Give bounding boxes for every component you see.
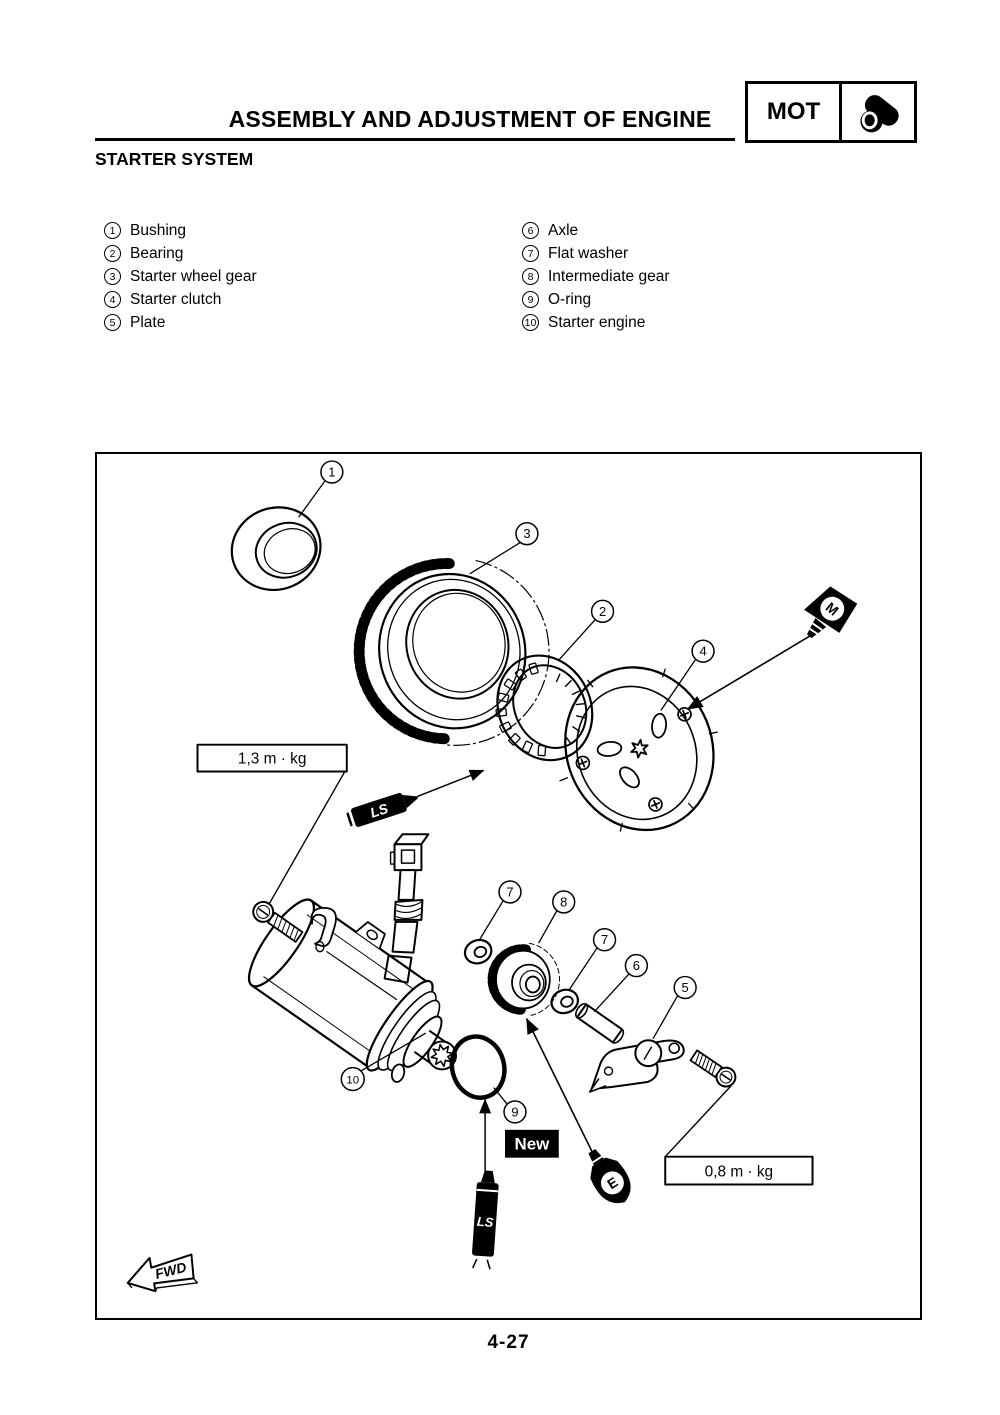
part-starter-clutch [559,666,718,832]
callout-3: 3 [469,522,539,575]
fwd-arrow: FWD [126,1253,199,1293]
list-item: 6 Axle [522,219,670,242]
callout-4: 4 [660,639,715,711]
list-item: 2 Bearing [104,242,257,265]
item-label: Starter engine [548,313,646,331]
item-number: 6 [522,222,539,239]
svg-text:2: 2 [599,604,606,619]
item-label: Flat washer [548,244,629,262]
item-number: 9 [522,291,539,308]
part-flat-washer-1 [463,938,493,965]
part-starter-motor [247,898,457,1083]
exploded-diagram: M 1,3 m · kg LS [95,452,922,1320]
callout-10: 10 [340,1032,427,1092]
item-label: Bushing [130,221,187,239]
ls-label: LS [368,800,391,821]
ls-tube-icon: LS [346,769,485,827]
torque-callout-upper: 1,3 m · kg [196,743,348,905]
part-flat-washer-2 [550,988,580,1015]
new-label: New [515,1135,551,1154]
svg-text:7: 7 [601,932,608,947]
item-label: Plate [130,313,166,331]
item-label: Bearing [130,244,184,262]
list-item: 1 Bushing [104,219,257,242]
callout-7a: 7 [479,880,522,940]
torque-value: 0,8 m · kg [705,1164,774,1181]
torque-callout-lower: 0,8 m · kg [664,1085,814,1186]
part-plate [588,1039,685,1093]
item-number: 4 [104,291,121,308]
list-item: 5 Plate [104,311,257,334]
engine-icon [842,84,914,140]
item-label: Starter clutch [130,290,222,308]
mot-tab: MOT [745,81,917,143]
e-oil-icon: E [526,1017,631,1204]
list-item: 3 Starter wheel gear [104,265,257,288]
svg-text:7: 7 [506,884,513,899]
list-item: 4 Starter clutch [104,288,257,311]
callout-7b: 7 [568,928,617,992]
part-o-ring [449,1034,507,1100]
title-rule [95,138,735,141]
svg-text:8: 8 [560,894,567,909]
svg-text:9: 9 [511,1104,518,1119]
item-label: Starter wheel gear [130,267,257,285]
plate-bolt [689,1049,737,1088]
cable-clamp [310,906,398,1001]
item-number: 2 [104,245,121,262]
ls-tube-icon-2: LS [472,1098,499,1270]
item-number: 10 [522,314,539,331]
svg-text:1: 1 [328,464,335,479]
starter-cable [383,833,430,984]
callout-6: 6 [593,953,649,1013]
svg-text:6: 6 [633,958,640,973]
part-intermediate-gear [487,942,560,1017]
list-item: 10 Starter engine [522,311,670,334]
list-item: 7 Flat washer [522,242,670,265]
m-grease-icon: M [686,586,858,710]
fwd-label: FWD [153,1259,188,1282]
item-label: Axle [548,221,579,239]
part-starter-wheel-gear [353,558,550,746]
motor-bolt [252,900,304,943]
new-tag: New [505,1129,559,1158]
item-number: 5 [104,314,121,331]
list-item: 9 O-ring [522,288,670,311]
mot-label: MOT [748,84,842,140]
torque-value: 1,3 m · kg [238,751,307,768]
callout-8: 8 [538,890,576,944]
callout-1: 1 [298,460,344,518]
svg-text:4: 4 [699,644,706,659]
callout-9: 9 [493,1087,527,1124]
svg-text:10: 10 [346,1075,359,1087]
page-title: ASSEMBLY AND ADJUSTMENT OF ENGINE [228,106,712,132]
svg-text:5: 5 [682,980,689,995]
section-heading: STARTER SYSTEM [95,149,254,169]
part-axle [574,1002,625,1044]
callout-5: 5 [652,975,697,1039]
callout-2: 2 [558,599,615,661]
ls-label: LS [476,1214,494,1230]
item-label: O-ring [548,290,592,308]
list-item: 8 Intermediate gear [522,265,670,288]
svg-text:3: 3 [523,526,530,541]
item-label: Intermediate gear [548,267,670,285]
item-number: 3 [104,268,121,285]
item-number: 8 [522,268,539,285]
item-number: 1 [104,222,121,239]
part-bushing [230,506,322,592]
page-number: 4-27 [487,1332,530,1353]
item-number: 7 [522,245,539,262]
part-bearing [495,654,594,762]
